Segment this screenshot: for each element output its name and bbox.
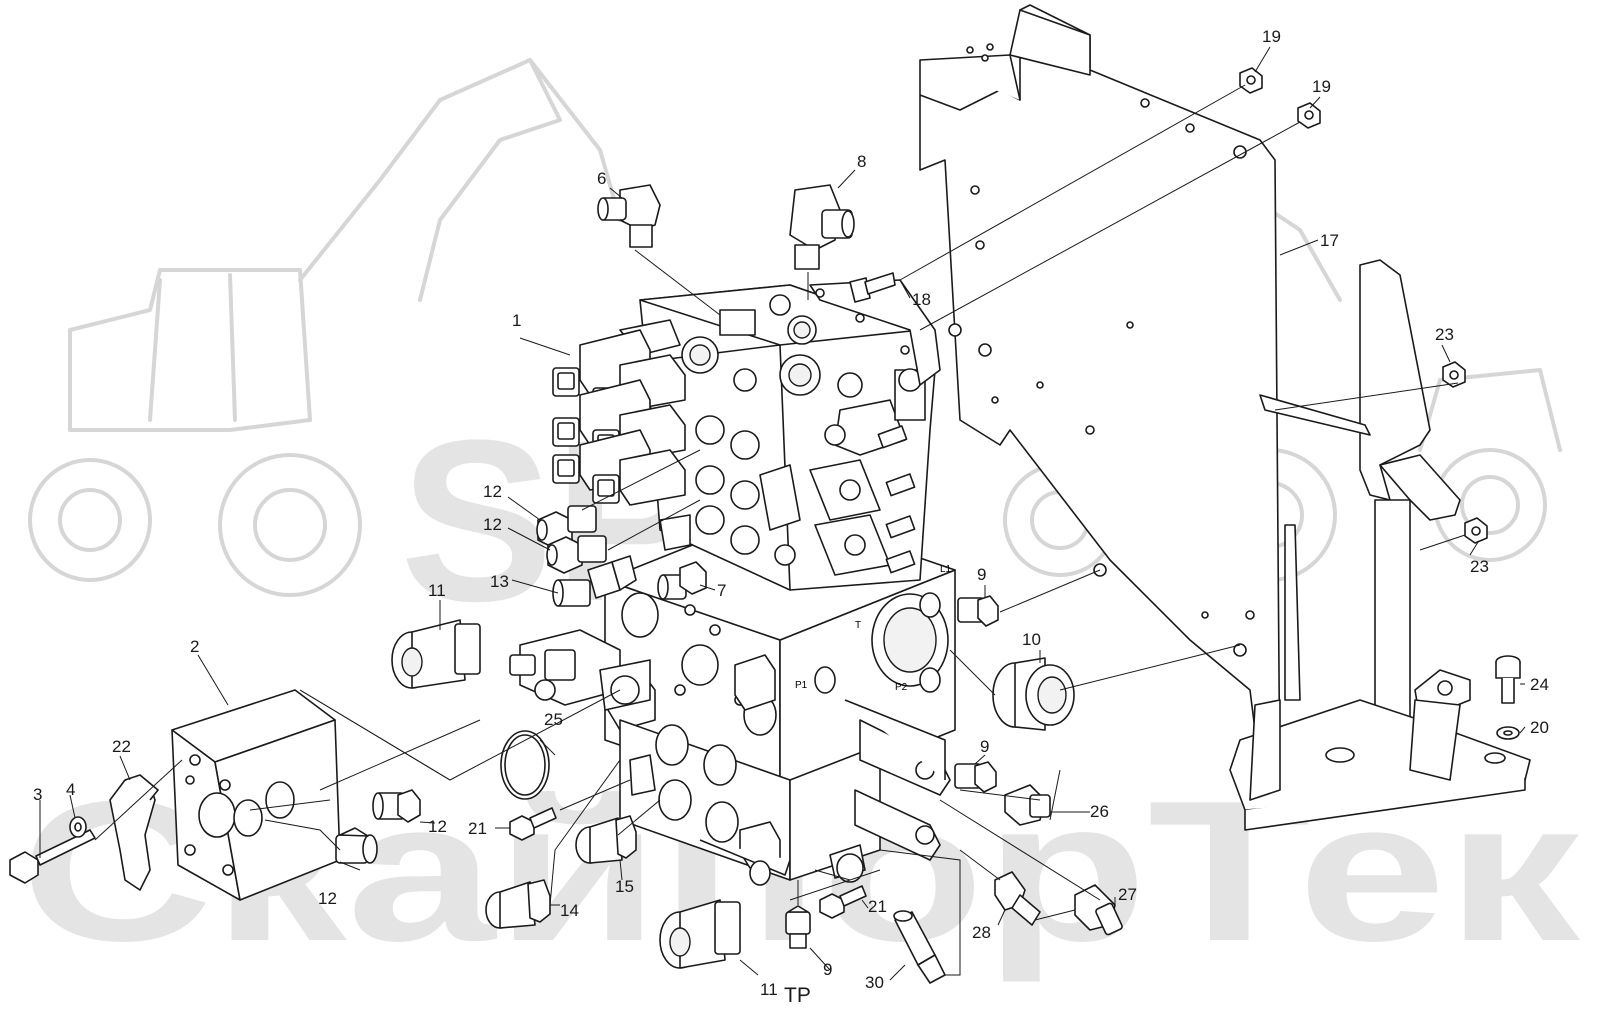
- fitting-9a: [957, 595, 999, 627]
- callout-9b: 9: [980, 737, 989, 756]
- fitting-13: [552, 555, 637, 607]
- split-flange-22: [109, 774, 159, 891]
- callout-22: 22: [112, 737, 131, 756]
- fitting-12c: [372, 789, 421, 823]
- fitting-12a: [536, 505, 597, 549]
- callout-12a: 12: [483, 482, 502, 501]
- callout-9c: 9: [823, 960, 832, 979]
- fitting-12d: [335, 827, 378, 864]
- fitting-15: [575, 815, 637, 864]
- adapter-10: [992, 657, 1075, 731]
- callout-19a: 19: [1262, 27, 1281, 46]
- washer-4: [69, 816, 87, 838]
- bolt-21a: [509, 807, 557, 841]
- callout-8: 8: [857, 152, 866, 171]
- callout-19b: 19: [1312, 77, 1331, 96]
- port-mark-p2: P2: [895, 682, 908, 693]
- port-mark-t: T: [855, 620, 861, 631]
- bolt-18: [849, 272, 896, 303]
- fitting-28: [994, 871, 1041, 926]
- valve-bracket-plate: [809, 279, 941, 386]
- elbow-fitting-26: [1004, 784, 1051, 826]
- callout-28: 28: [972, 923, 991, 942]
- callout-23b: 23: [1470, 557, 1489, 576]
- valve-lower-section: [619, 699, 951, 886]
- fitting-14: [485, 879, 551, 929]
- mounting-frame-plate: [919, 4, 1281, 811]
- callout-25: 25: [544, 710, 563, 729]
- callout-30: 30: [865, 973, 884, 992]
- callout-10: 10: [1022, 630, 1041, 649]
- washer-20: [1496, 726, 1520, 740]
- callout-18: 18: [912, 290, 931, 309]
- fitting-27: [1074, 884, 1123, 936]
- adapter-11a: [391, 619, 481, 689]
- callout-4: 4: [66, 780, 75, 799]
- callout-12b: 12: [483, 515, 502, 534]
- watermark-tractor-left: [28, 58, 622, 597]
- adapter-11b: [659, 899, 741, 969]
- callout-1: 1: [512, 311, 521, 330]
- callout-24: 24: [1530, 675, 1549, 694]
- leader-lines: [39, 46, 1526, 981]
- callout-21a: 21: [468, 819, 487, 838]
- callout-13: 13: [490, 572, 509, 591]
- fitting-9b: [954, 761, 997, 793]
- o-ring-25: [500, 730, 550, 800]
- elbow-fitting-6: [597, 184, 661, 248]
- callout-labels: 1 2 3 4 6 7 8 9 9 9 10 11 11 12 12 12 12…: [33, 27, 1549, 1007]
- callout-9a: 9: [977, 565, 986, 584]
- port-mark-l1: L1: [940, 564, 952, 575]
- callout-12d: 12: [318, 889, 337, 908]
- nut-19b: [1297, 102, 1321, 129]
- callout-20: 20: [1530, 718, 1549, 737]
- adapter-block-2: [171, 689, 341, 901]
- callout-23a: 23: [1435, 325, 1454, 344]
- bolt-24: [1495, 655, 1521, 704]
- callout-11b: 11: [760, 980, 778, 999]
- control-valve-stack: [619, 284, 936, 591]
- callout-26: 26: [1090, 802, 1109, 821]
- bolt-3: [9, 829, 96, 884]
- callout-6: 6: [597, 169, 606, 188]
- nut-19a: [1239, 67, 1263, 94]
- fitting-7: [657, 561, 707, 600]
- callout-7: 7: [717, 581, 726, 600]
- elbow-fitting-8: [789, 184, 855, 270]
- callout-14: 14: [560, 901, 579, 920]
- callout-21b: 21: [868, 897, 887, 916]
- nut-23b: [1464, 517, 1488, 544]
- nut-23a: [1442, 361, 1466, 388]
- fitting-9c: [785, 905, 811, 949]
- callout-12c: 12: [428, 817, 447, 836]
- callout-11a: 11: [428, 581, 446, 600]
- port-mark-p1: P1: [795, 680, 808, 691]
- callout-27: 27: [1118, 885, 1137, 904]
- callout-17: 17: [1320, 231, 1339, 250]
- bracket-stand: [1229, 259, 1531, 831]
- callout-2: 2: [190, 637, 199, 656]
- callout-tp: TP: [784, 984, 811, 1007]
- solenoid-cartridge-block: [509, 629, 651, 711]
- bolt-21b: [819, 885, 867, 919]
- callout-3: 3: [33, 785, 42, 804]
- callout-15: 15: [615, 877, 634, 896]
- solenoid-coils: [552, 329, 686, 506]
